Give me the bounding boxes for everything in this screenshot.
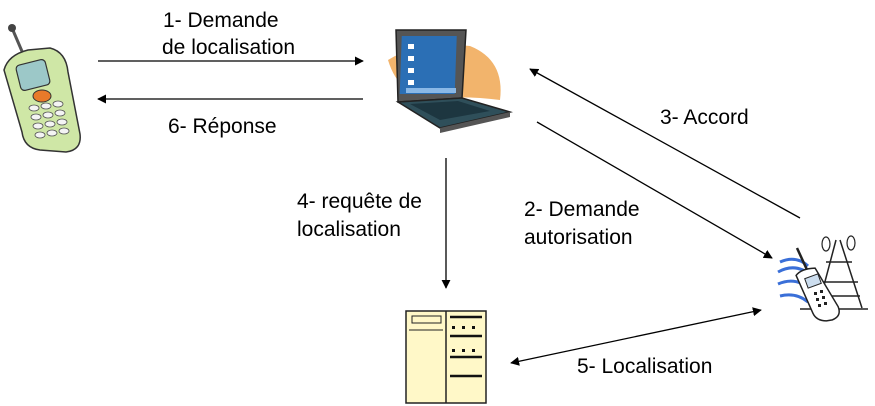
label-step6: 6- Réponse [168, 115, 277, 138]
label-step5: 5- Localisation [577, 355, 713, 378]
label-step2-line2: autorisation [524, 226, 633, 249]
arrow-5-localisation [510, 307, 762, 366]
antenna-tower-icon [777, 235, 868, 322]
laptop-icon [388, 29, 513, 133]
label-step1-line2: de localisation [162, 36, 296, 59]
label-step4-line2: localisation [297, 218, 401, 241]
label-step1-line1: 1- Demande [163, 9, 279, 32]
arrow-3-agreement [529, 68, 801, 219]
label-step4-line1: 4- requête de [297, 190, 422, 213]
label-step3: 3- Accord [660, 106, 749, 129]
label-step2-line1: 2- Demande [524, 198, 640, 221]
server-icon [405, 310, 487, 404]
arrow-2-authorization [536, 121, 773, 259]
mobile-phone-icon [3, 24, 81, 153]
